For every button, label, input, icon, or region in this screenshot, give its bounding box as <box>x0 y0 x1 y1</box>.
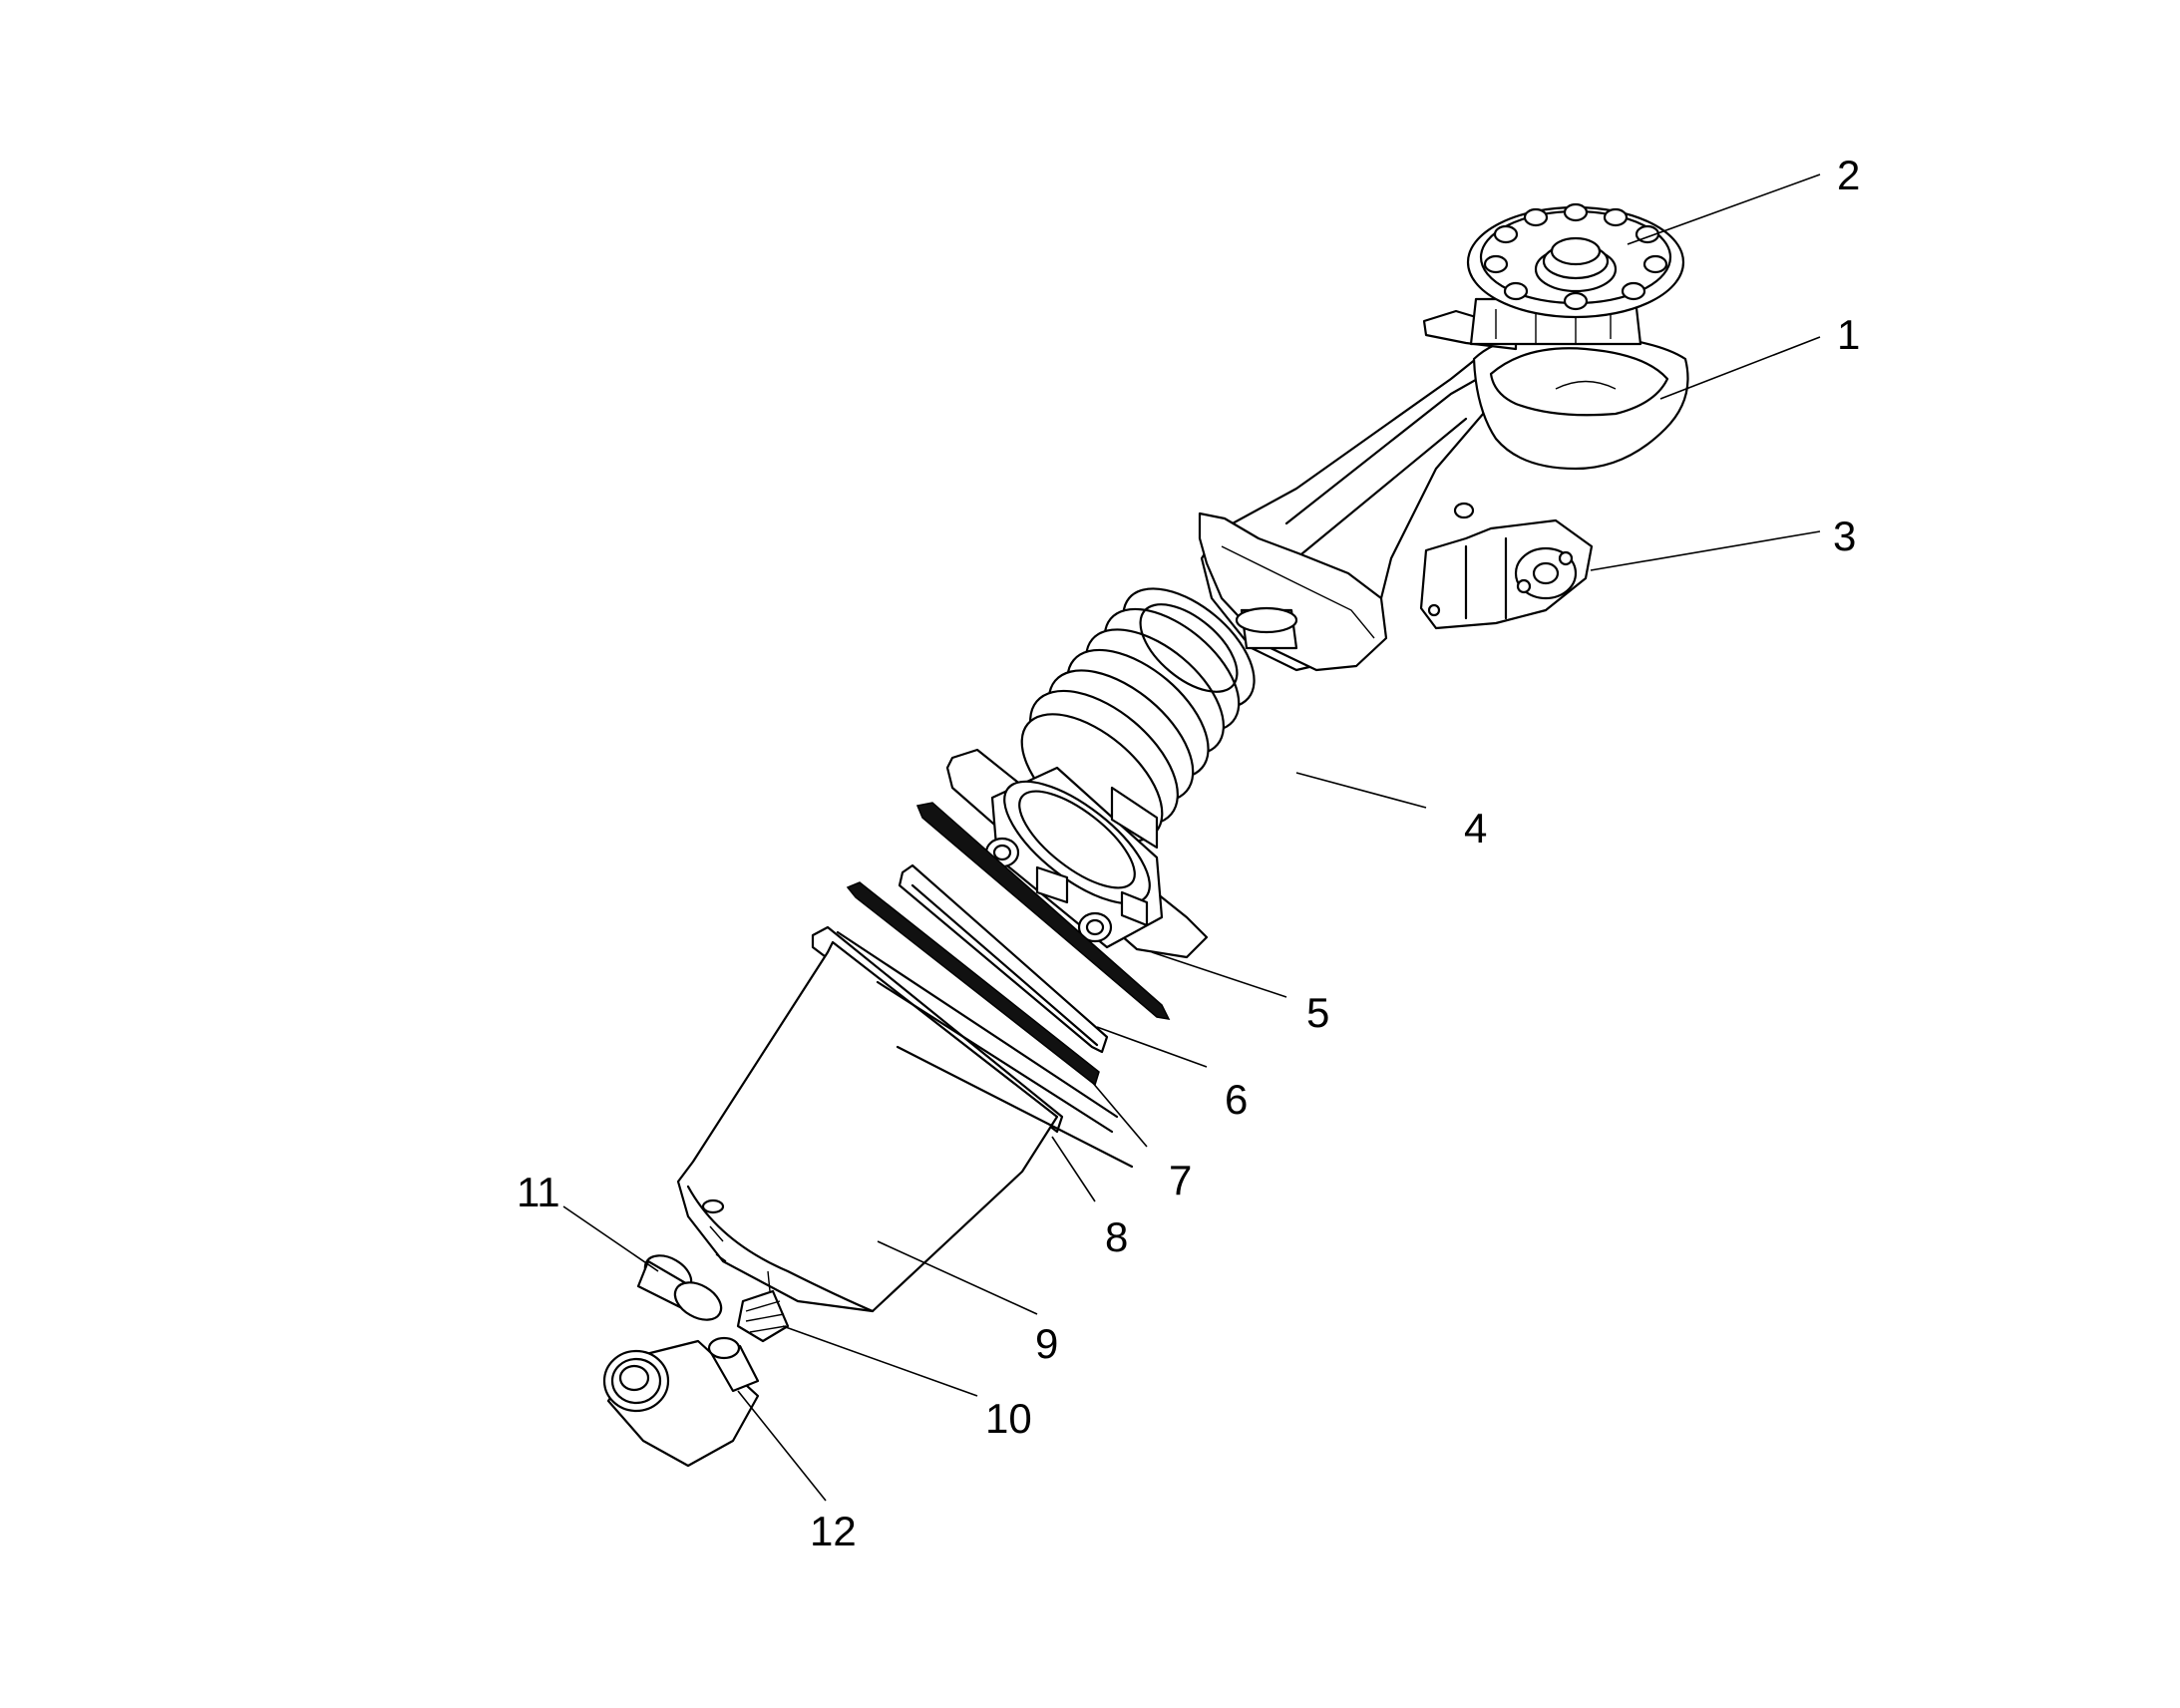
callout-12: 12 <box>810 1508 857 1554</box>
part-mounting-flange <box>945 748 1209 959</box>
part-side-bracket <box>1419 518 1594 630</box>
callout-7: 7 <box>1169 1157 1192 1203</box>
part-top-flange <box>1422 202 1685 351</box>
part-connector-head <box>602 1336 760 1468</box>
callout-4: 4 <box>1464 805 1487 852</box>
callout-6: 6 <box>1225 1076 1248 1123</box>
callout-9: 9 <box>1035 1320 1058 1367</box>
callout-3: 3 <box>1833 512 1856 559</box>
callout-2: 2 <box>1837 152 1860 198</box>
part-gasket-upper <box>915 802 1171 1020</box>
part-ring <box>898 863 1109 1054</box>
callout-1: 1 <box>1837 311 1860 358</box>
callout-5: 5 <box>1306 989 1329 1036</box>
callout-10: 10 <box>985 1395 1032 1442</box>
callout-labels: 1 2 3 4 5 6 7 8 9 10 11 12 <box>517 152 1860 1554</box>
part-plug-cap <box>636 1225 727 1321</box>
leader-lines <box>562 173 1821 1502</box>
part-arm-housing <box>1198 332 1689 672</box>
part-cylinder-housing <box>676 930 1134 1313</box>
part-bellows <box>1020 587 1256 843</box>
part-cable-gland <box>732 1270 790 1367</box>
callout-8: 8 <box>1105 1213 1128 1260</box>
callout-11: 11 <box>517 1169 560 1215</box>
